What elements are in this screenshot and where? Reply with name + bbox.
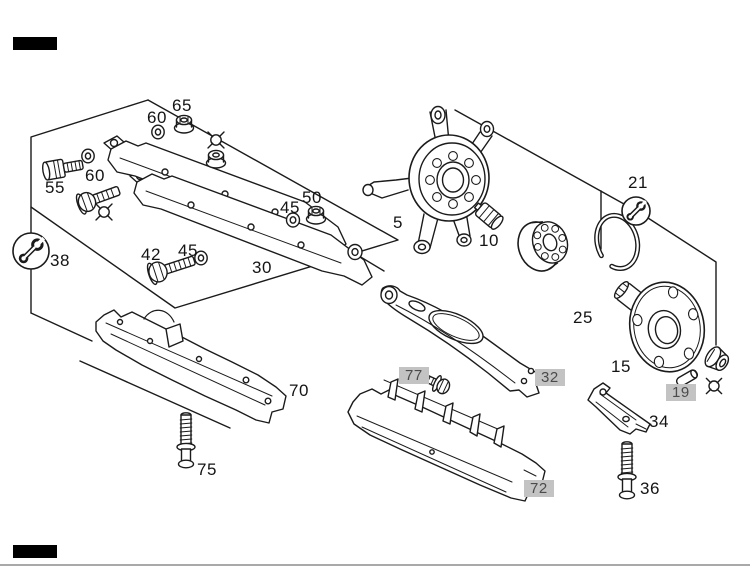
screw-36 [618,442,636,499]
washer-45-left [195,251,207,265]
bolt-55 [41,156,84,181]
part-label-75: 75 [197,460,217,479]
part-72-lower-arm [348,379,545,501]
fiche-mark-top [13,37,57,50]
part-label-72[interactable]: 72 [524,480,554,497]
part-label-36: 36 [640,479,660,498]
part-15-hub [610,276,711,377]
washer-60-top [152,125,164,139]
washer-60-left [82,149,94,163]
part-19-pin [675,369,699,388]
part-label-5: 5 [393,213,403,232]
nut-50 [307,206,326,224]
part-10-bushing [471,199,505,231]
part-34-bracket [588,383,650,434]
wrench-icon-38 [13,233,49,269]
bolt-unlabeled [74,181,122,216]
part-label-34: 34 [649,412,669,431]
part-label-30: 30 [252,258,272,277]
nut-65 [175,115,194,133]
bottom-divider [0,564,750,566]
part-30-crossmember [104,136,372,285]
part-label-45-right: 45 [280,198,300,217]
wrench-icon-21 [622,197,650,225]
wheel-bearing [511,213,574,277]
part-label-55: 55 [45,178,65,197]
part-32-spring-link [381,286,545,397]
part-label-32[interactable]: 32 [535,369,565,386]
part-label-60-top: 60 [147,108,167,127]
part-label-77[interactable]: 77 [399,367,429,384]
part-label-25: 25 [573,308,593,327]
part-label-10: 10 [479,231,499,250]
part-label-21: 21 [628,173,648,192]
washer-45-right [287,213,300,227]
part-label-42: 42 [141,245,161,264]
screw-75 [177,413,195,468]
fiche-mark-bottom [13,545,57,558]
nut-unlabeled [207,150,226,168]
bolt-top-view-icon [96,204,112,220]
part-label-45-left: 45 [178,241,198,260]
part-5-knuckle [363,107,494,254]
bolt-top-view-icon [706,378,721,393]
bolt-top-view-icon [208,132,224,148]
part-label-38: 38 [50,251,70,270]
part-70-rail [96,310,286,423]
part-label-70: 70 [289,381,309,400]
part-label-19[interactable]: 19 [666,384,696,401]
part-label-65: 65 [172,96,192,115]
bolt-42 [146,250,198,286]
reference-plane-outline [31,100,398,428]
axle-nut [702,344,732,374]
part-label-60-left: 60 [85,166,105,185]
part-label-15: 15 [611,357,631,376]
part-label-50: 50 [302,188,322,207]
